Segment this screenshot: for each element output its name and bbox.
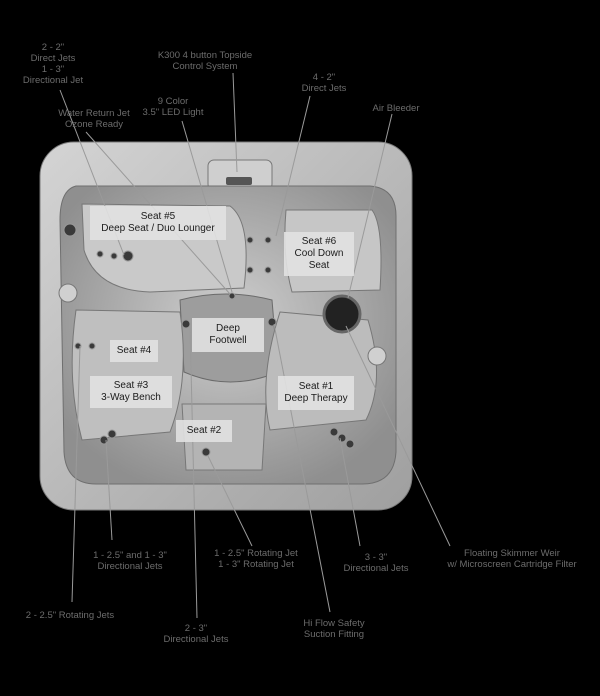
air-bleeder-callout: Air Bleeder [372,103,420,114]
direct-jets-2-callout: 2 - 2" Direct Jets 1 - 3" Directional Je… [22,42,84,86]
footwell-label: Deep Footwell [192,318,264,352]
skimmer-callout: Floating Skimmer Weir w/ Microscreen Car… [447,548,577,570]
jets [63,223,355,457]
directional-jets-2-callout: 2 - 3" Directional Jets [163,623,229,645]
directional-jets-3-callout: 3 - 3" Directional Jets [343,552,409,574]
seat1-contour [265,311,378,431]
seat5-label: Seat #5 Deep Seat / Duo Lounger [90,206,226,240]
seat4-label: Seat #4 [110,340,158,362]
seat3-contour [71,309,184,441]
seat2-label: Seat #2 [176,420,232,442]
rotating-jets-2-callout: 2 - 2.5" Rotating Jets [25,610,115,621]
directional-jets-1-callout: 1 - 2.5" and 1 - 3" Directional Jets [93,550,167,572]
skimmer [322,294,362,334]
seat1-label: Seat #1 Deep Therapy [278,376,354,410]
seat6-label: Seat #6 Cool Down Seat [284,232,354,276]
direct-jets-4-callout: 4 - 2" Direct Jets [301,72,347,94]
led-light-callout: 9 Color 3.5" LED Light [142,96,204,118]
control-system-callout: K300 4 button Topside Control System [157,50,253,72]
water-return-callout: Water Return Jet Ozone Ready [58,108,130,130]
seat3-label: Seat #3 3-Way Bench [90,376,172,408]
rotating-jet-callout: 1 - 2.5" Rotating Jet 1 - 3" Rotating Je… [214,548,298,570]
suction-callout: Hi Flow Safety Suction Fitting [303,618,365,640]
